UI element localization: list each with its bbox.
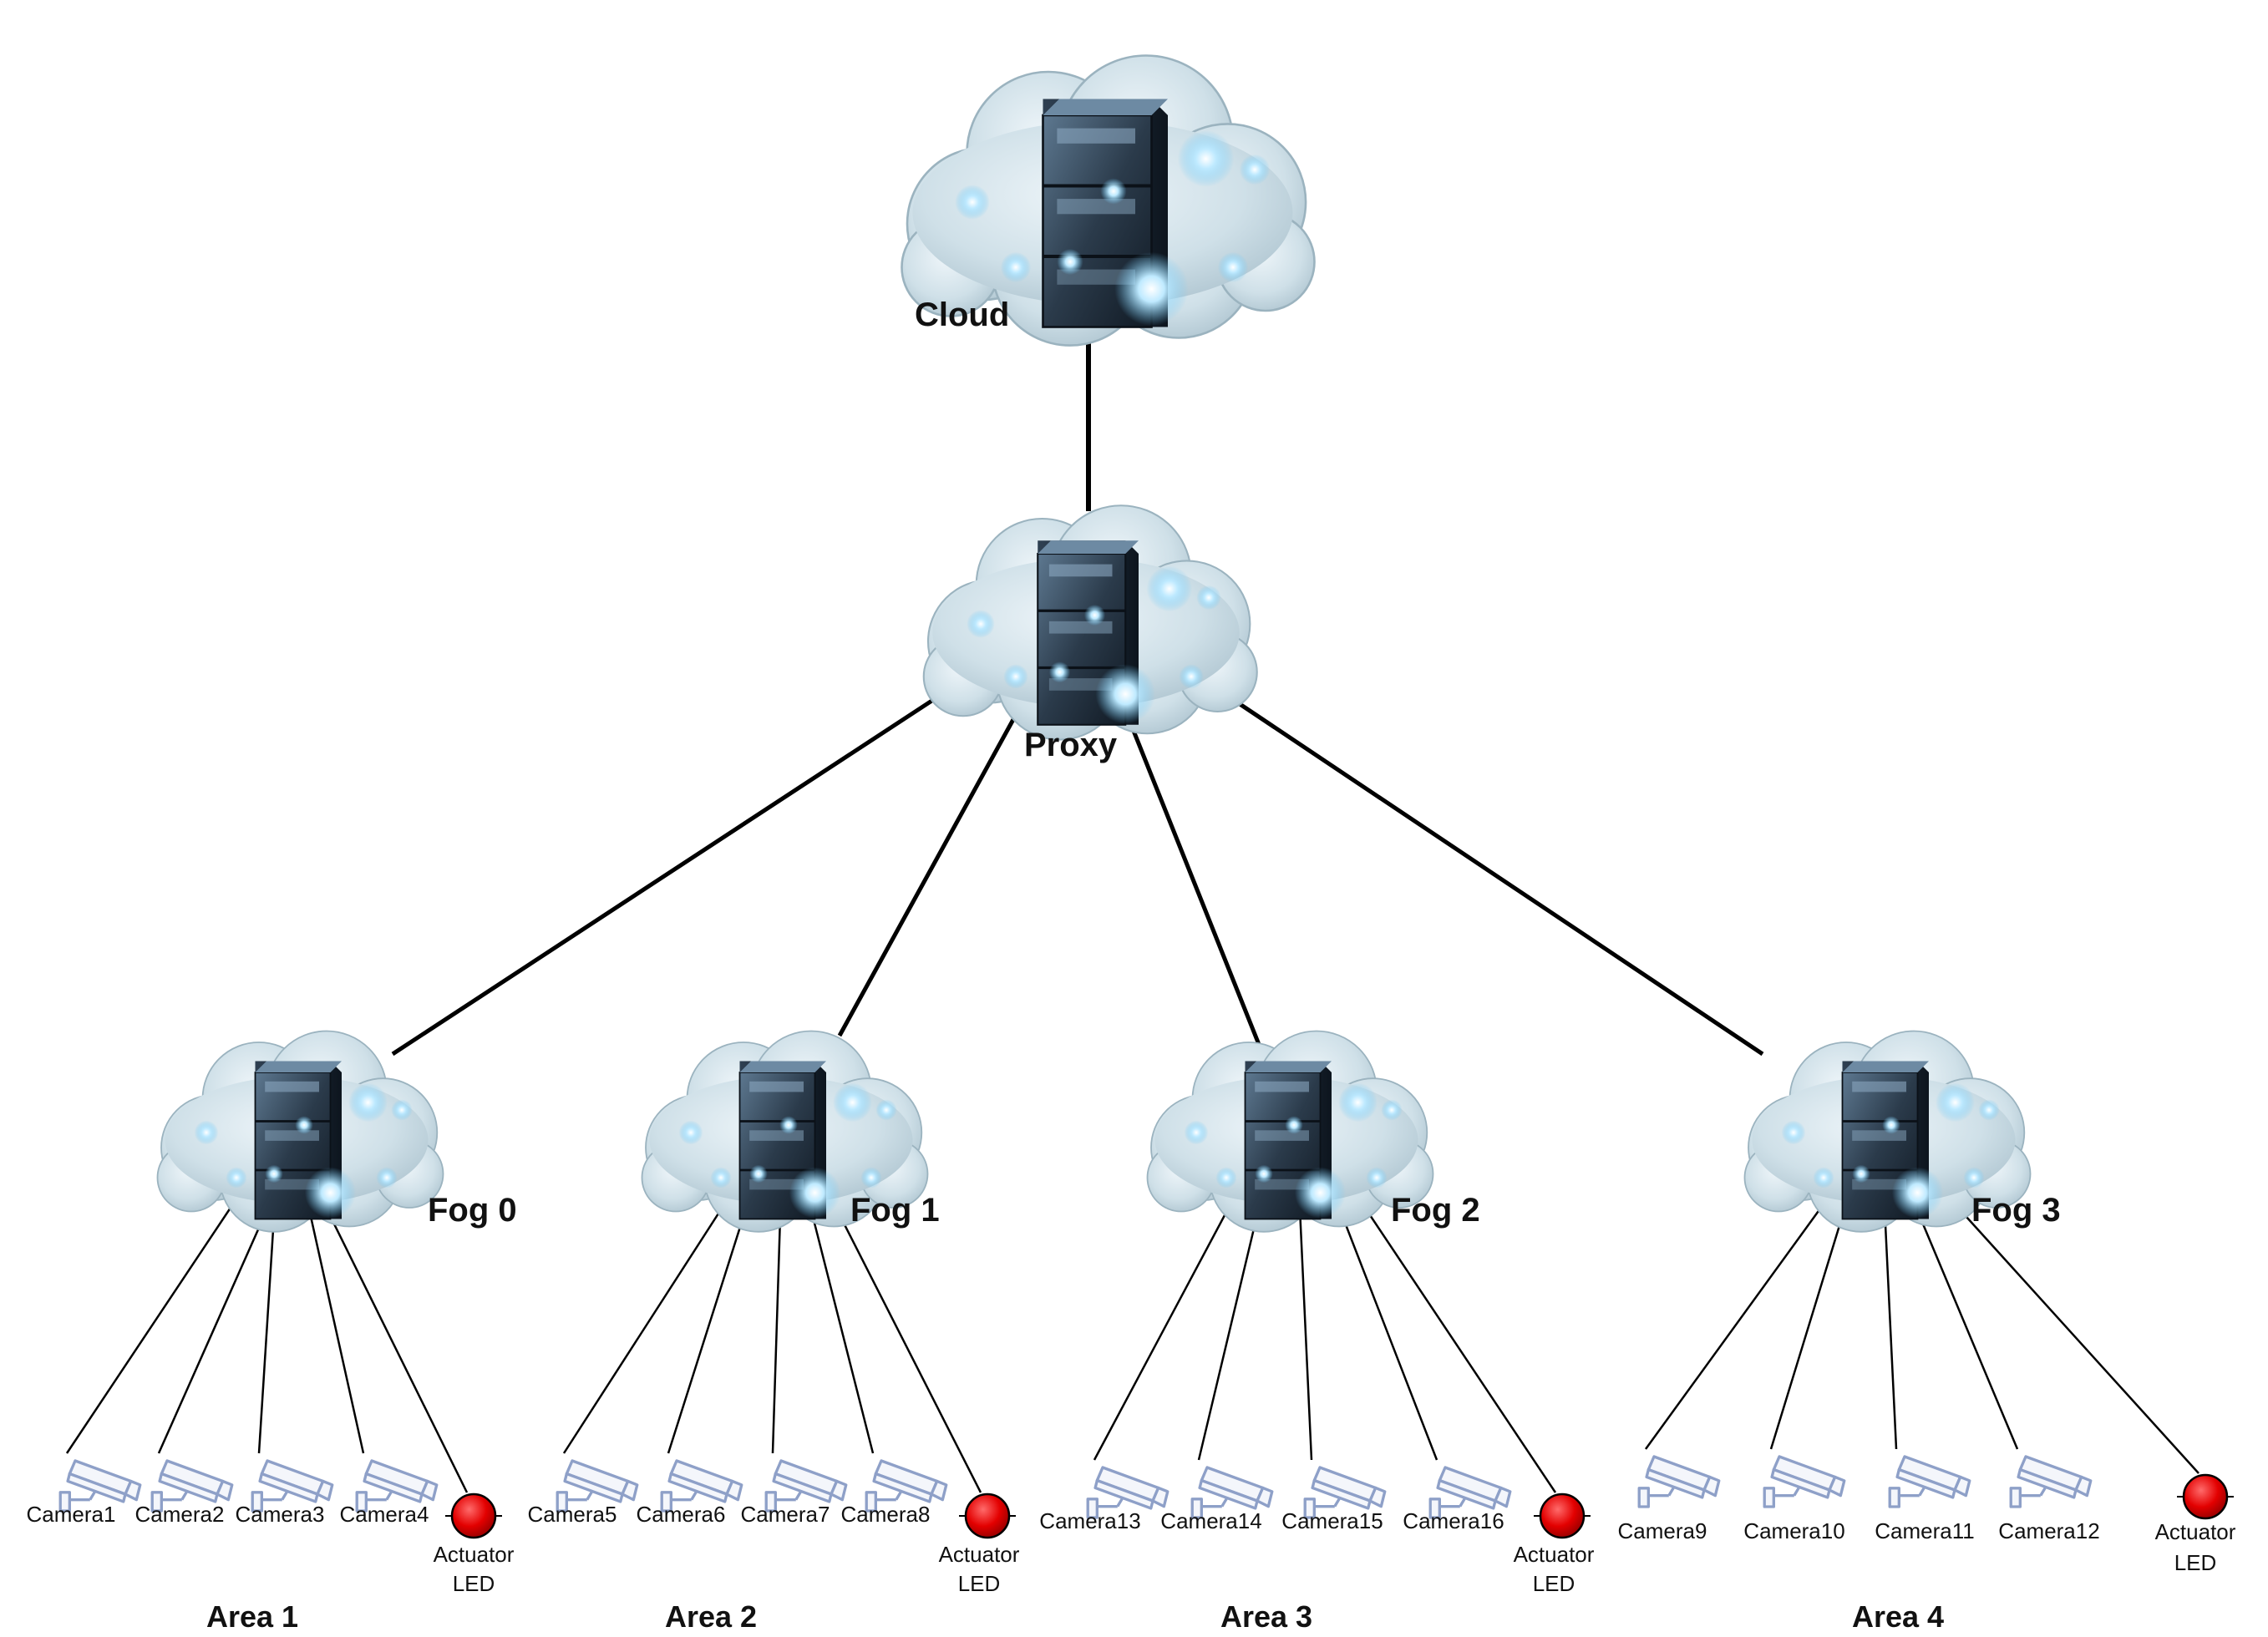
actuator-type-label: LED [958, 1571, 1001, 1596]
link-fog0-camera-3 [303, 1189, 365, 1454]
camera-label: Camera9 [1618, 1518, 1707, 1543]
link-fog2-actuator [1352, 1189, 1557, 1493]
link-fog3-camera-0 [1644, 1189, 1835, 1450]
link-fog2-camera-0 [1093, 1189, 1240, 1461]
camera-label: Camera3 [236, 1502, 325, 1527]
fog-node-0[interactable]: Fog 0 [156, 1030, 517, 1234]
link-proxy-fog-2 [1121, 705, 1262, 1047]
area-label: Area 2 [665, 1599, 757, 1634]
link-proxy-fog-0 [391, 666, 983, 1057]
link-fog1-camera-0 [562, 1189, 735, 1454]
area-group-4: Camera9 Camera10 Camera11 Camera12 ActuatorL… [1618, 1455, 2236, 1634]
camera-label: Camera4 [340, 1502, 429, 1527]
link-fog1-actuator [825, 1189, 982, 1493]
link-fog1-camera-3 [804, 1189, 875, 1454]
link-fog0-camera-1 [157, 1189, 277, 1454]
camera-label: Camera11 [1875, 1518, 1974, 1543]
link-fog1-camera-1 [667, 1189, 753, 1454]
link-proxy-fog-1 [837, 704, 1023, 1037]
fog-node-3[interactable]: Fog 3 [1743, 1030, 2061, 1234]
camera-label: Camera14 [1160, 1508, 1261, 1533]
camera-label: Camera6 [637, 1502, 726, 1527]
link-fog2-camera-1 [1197, 1189, 1265, 1461]
fog-node-1[interactable]: Fog 1 [641, 1030, 940, 1234]
red-led-icon[interactable] [450, 1493, 497, 1539]
area-label: Area 4 [1852, 1599, 1944, 1634]
security-camera-icon[interactable] [1888, 1455, 1971, 1508]
camera-label: Camera10 [1743, 1518, 1844, 1543]
camera-label: Camera7 [741, 1502, 830, 1527]
camera-label: Camera2 [135, 1502, 225, 1527]
fog-label-2: Fog 2 [1391, 1192, 1480, 1229]
actuator-type-label: LED [1533, 1571, 1575, 1596]
camera-label: Camera15 [1281, 1508, 1383, 1533]
link-fog3-camera-1 [1769, 1189, 1852, 1450]
camera-label: Camera1 [27, 1502, 116, 1527]
red-led-icon[interactable] [2182, 1473, 2229, 1520]
link-proxy-fog-3 [1185, 666, 1764, 1057]
cloud-label: Cloud [915, 296, 1009, 333]
actuator-label: Actuator [1514, 1542, 1595, 1567]
red-led-icon[interactable] [964, 1493, 1011, 1539]
actuator-label: Actuator [434, 1542, 515, 1567]
camera-label: Camera5 [528, 1502, 617, 1527]
actuator-label: Actuator [2155, 1519, 2236, 1544]
links [65, 313, 2200, 1493]
link-fog2-camera-2 [1297, 1189, 1313, 1461]
fog-node-2[interactable]: Fog 2 [1146, 1030, 1480, 1234]
link-fog2-camera-3 [1331, 1189, 1438, 1461]
actuator-label: Actuator [939, 1542, 1020, 1567]
cloud-server-icon [156, 1030, 444, 1234]
link-fog3-actuator [1941, 1189, 2200, 1474]
cloud-node[interactable]: Cloud [900, 53, 1317, 347]
fog-label-1: Fog 1 [850, 1192, 940, 1229]
fog-label-3: Fog 3 [1971, 1192, 2061, 1229]
fog-label-0: Fog 0 [428, 1192, 517, 1229]
proxy-node[interactable]: Proxy [922, 504, 1259, 763]
link-fog3-camera-3 [1907, 1189, 2019, 1450]
security-camera-icon[interactable] [2009, 1455, 2093, 1508]
camera-label: Camera12 [1998, 1518, 2099, 1543]
link-fog3-camera-2 [1882, 1189, 1898, 1450]
proxy-label: Proxy [1024, 727, 1118, 763]
camera-label: Camera16 [1403, 1508, 1504, 1533]
area-label: Area 1 [206, 1599, 298, 1634]
link-fog0-camera-0 [65, 1189, 244, 1454]
camera-label: Camera8 [841, 1502, 931, 1527]
security-camera-icon[interactable] [1637, 1455, 1721, 1508]
link-fog1-camera-2 [771, 1189, 783, 1454]
security-camera-icon[interactable] [1763, 1455, 1846, 1508]
cloud-server-icon [922, 504, 1259, 742]
link-fog0-actuator [316, 1189, 469, 1493]
camera-label: Camera13 [1039, 1508, 1140, 1533]
actuator-type-label: LED [2174, 1550, 2217, 1575]
actuator-type-label: LED [453, 1571, 495, 1596]
link-fog0-camera-2 [257, 1189, 277, 1454]
area-label: Area 3 [1220, 1599, 1312, 1634]
red-led-icon[interactable] [1539, 1493, 1586, 1539]
area-group-3: Camera13 Camera14 Camera15 Camera16Actuator… [1039, 1466, 1595, 1634]
